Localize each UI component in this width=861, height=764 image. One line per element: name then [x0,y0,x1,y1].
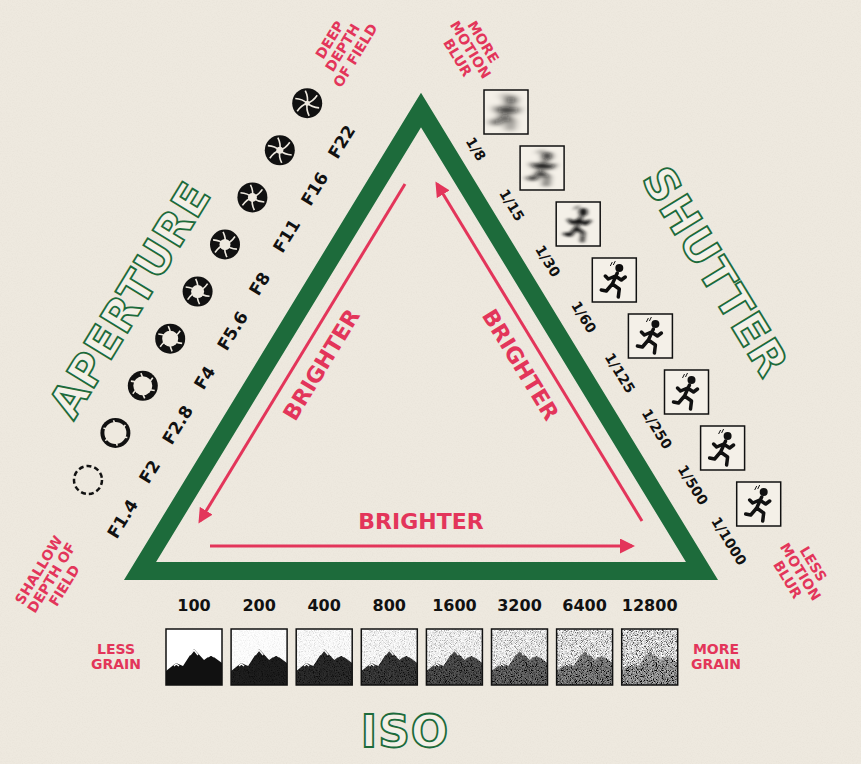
f-stop-label: F4 [192,363,219,392]
motion-box [628,314,672,358]
brightness-label: BRIGHTER [358,511,483,533]
side-title: ISO [361,710,449,754]
motion-box [737,482,781,526]
shutter-speed-label: 1/500 [675,463,710,508]
blur-note: LESS MOTION BLUR [763,532,837,613]
grain-box [557,629,613,685]
grain-box [426,629,482,685]
shutter-speed-label: 1/30 [533,243,563,280]
blur-note: MORE MOTION BLUR [433,10,507,91]
aperture-icon [155,324,185,354]
motion-box [520,146,564,190]
aperture-icon [210,230,240,260]
grain-box [492,629,548,685]
aperture-icon [74,466,102,494]
aperture-icon [265,135,295,165]
iso-value-label: 6400 [562,598,607,614]
iso-value-label: 100 [177,598,210,614]
exposure-triangle [140,110,702,571]
shutter-speed-label: 1/250 [639,407,674,452]
grain-box [166,629,222,685]
depth-note: SHALLOW DEPTH OF FIELD [12,532,92,624]
shutter-speed-label: 1/1000 [709,514,749,567]
arrow-line [200,184,405,521]
iso-value-label: 200 [242,598,275,614]
grain-box [231,629,287,685]
aperture-icon [183,277,213,307]
side-title: APERTURE [42,175,218,425]
motion-box [484,90,528,134]
aperture-icon [237,182,267,212]
arrow-line [437,184,642,521]
iso-value-label: 400 [307,598,340,614]
side-title: SHUTTER [635,160,796,385]
f-stop-label: F1.4 [105,497,141,541]
shutter-speed-label: 1/8 [464,135,489,163]
f-stop-label: F8 [247,269,274,298]
brightness-arrows [200,184,642,546]
grain-box [296,629,352,685]
shutter-speed-label: 1/60 [569,299,599,336]
shutter-speed-label: 1/15 [497,187,527,224]
grain-note: MORE GRAIN [690,642,743,672]
brightness-label: BRIGHTER [478,306,562,424]
iso-value-label: 1600 [432,598,477,614]
f-stop-label: F22 [326,123,359,162]
f-stop-label: F5.6 [214,308,250,352]
motion-box [592,258,636,302]
iso-value-label: 3200 [497,598,542,614]
arrow-line [210,545,632,548]
iso-value-label: 12800 [622,598,678,614]
depth-note: DEEP DEPTH OF FIELD [305,5,381,90]
motion-box [556,202,600,246]
iso-value-label: 800 [373,598,406,614]
aperture-icon [292,88,322,118]
grain-box [361,629,417,685]
aperture-icon [128,371,158,401]
shutter-speed-label: 1/125 [603,351,638,396]
motion-box [701,426,745,470]
iso-boxes [166,629,678,685]
grain-note: LESS GRAIN [90,642,143,672]
brightness-label: BRIGHTER [280,306,364,424]
aperture-icon [100,418,130,448]
motion-box [665,370,709,414]
f-stop-label: F16 [298,170,331,209]
f-stop-label: F2.8 [160,403,196,447]
f-stop-label: F11 [271,217,304,256]
grain-box [622,629,678,685]
f-stop-label: F2 [137,457,164,486]
